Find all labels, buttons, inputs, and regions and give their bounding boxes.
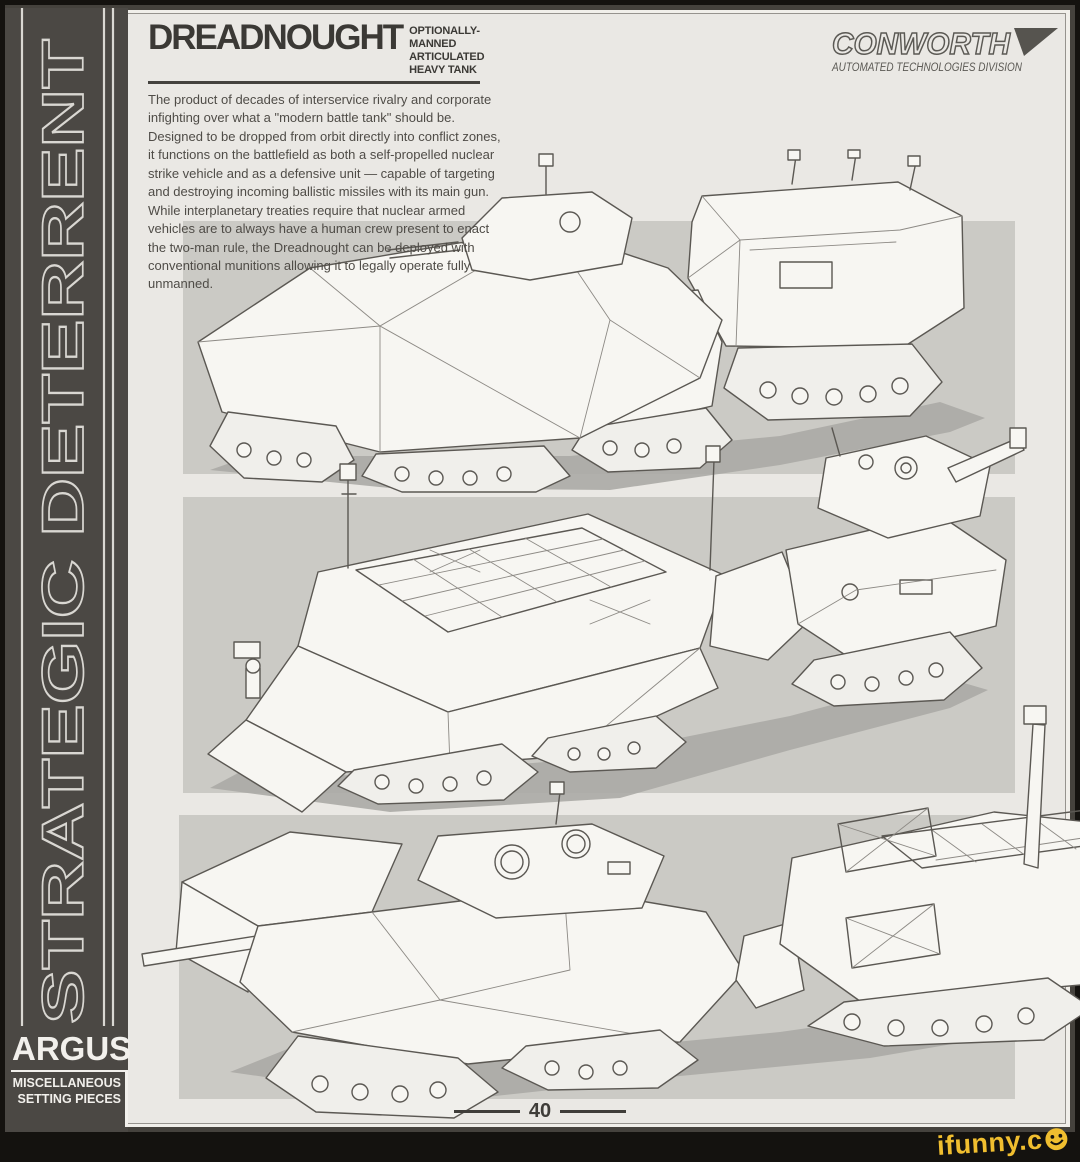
tank-figure-rear-left <box>207 427 1027 813</box>
page-title: DREADNOUGHT <box>148 18 404 57</box>
page-subtitle: OPTIONALLY-MANNED ARTICULATED HEAVY TANK <box>409 22 520 77</box>
series-title: ARGUS <box>12 1030 132 1067</box>
page-number-dash-left <box>453 1110 520 1113</box>
watermark: ifunny.c <box>937 1123 1069 1162</box>
article-header: DREADNOUGHT OPTIONALLY-MANNED ARTICULATE… <box>148 18 520 294</box>
series-category: MISCELLANEOUS SETTING PIECES <box>11 1070 128 1127</box>
watermark-text: ifunny.c <box>936 1124 1044 1161</box>
series-category-line1: MISCELLANEOUS <box>12 1076 121 1090</box>
page-subtitle-line1: OPTIONALLY-MANNED <box>409 25 480 50</box>
description-paragraph: The product of decades of interservice r… <box>148 91 501 292</box>
tank-figure-front-left <box>197 149 985 493</box>
smiley-icon <box>1045 1128 1068 1151</box>
series-category-line2: SETTING PIECES <box>17 1092 122 1106</box>
strip-vertical-text: STRATEGIC DETERRENT <box>31 39 96 1024</box>
page-number-value: 40 <box>528 1100 552 1122</box>
page-subtitle-line2: ARTICULATED HEAVY TANK <box>409 50 485 76</box>
brand-logo: CONWORTH AUTOMATED TECHNOLOGIES DIVISION <box>831 25 1058 74</box>
brand-division: AUTOMATED TECHNOLOGIES DIVISION <box>831 62 1022 74</box>
page-number: 40 <box>0 1100 1080 1123</box>
page-number-dash-right <box>560 1110 627 1113</box>
brand-name: CONWORTH <box>832 26 1011 61</box>
sidebar-strip-art: STRATEGIC DETERRENT <box>20 8 115 1026</box>
title-underline <box>148 80 480 84</box>
sidebar-strip: STRATEGIC DETERRENT ARGUS MISCELLANEOUS … <box>5 8 132 1132</box>
tank-figure-front-right <box>141 705 1080 1119</box>
brand-arrow-icon <box>1014 28 1058 56</box>
